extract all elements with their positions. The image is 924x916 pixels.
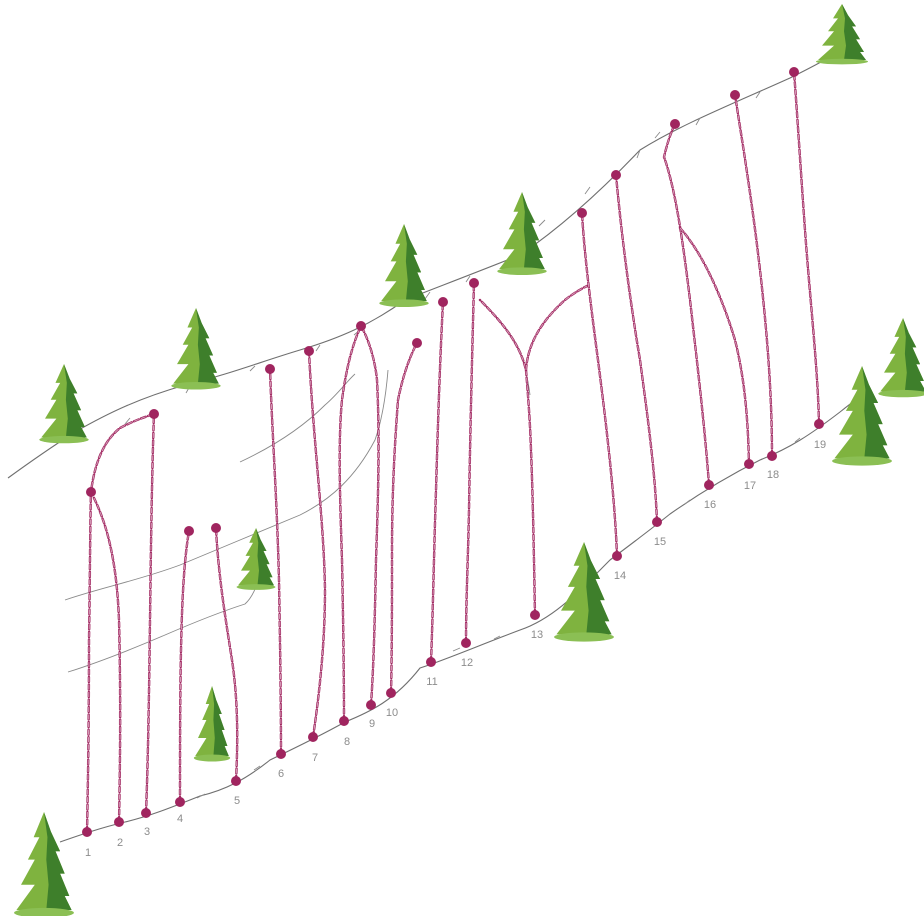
route-number-label: 18 — [767, 469, 779, 481]
tree-icon — [39, 364, 88, 443]
route-anchor-dot — [577, 208, 587, 218]
route-number-label: 5 — [234, 795, 240, 807]
route-anchor-dot — [366, 700, 376, 710]
route-anchor-dot — [611, 170, 621, 180]
route-anchor-dot — [744, 459, 754, 469]
middle-ledges — [65, 300, 530, 672]
route-anchor-dot — [612, 551, 622, 561]
route-anchor-dot — [412, 338, 422, 348]
tree-icon — [194, 686, 230, 762]
route-anchor-dot — [789, 67, 799, 77]
route-line-highlight — [391, 343, 417, 693]
route-anchor-dot — [461, 638, 471, 648]
route-line-highlight — [680, 228, 749, 464]
route-line-highlight — [361, 326, 379, 705]
route-line — [340, 326, 361, 721]
route-anchor-dot — [469, 278, 479, 288]
route-anchor-dot — [530, 610, 540, 620]
route-anchor-dot — [704, 480, 714, 490]
tree-icon — [878, 318, 924, 397]
tree-icon — [497, 192, 546, 275]
route-number-label: 3 — [144, 826, 150, 838]
route-anchor-dot — [149, 409, 159, 419]
tree-icon — [379, 224, 428, 307]
tree-icon — [171, 308, 220, 390]
route-anchor-dot — [211, 523, 221, 533]
route-number-label: 13 — [531, 629, 543, 641]
route-number-label: 6 — [278, 768, 284, 780]
route-line-highlight — [480, 300, 535, 615]
top-ridge — [8, 44, 850, 478]
route-line-highlight — [526, 286, 587, 370]
route-anchor-dot — [438, 297, 448, 307]
route-anchor-dot — [86, 487, 96, 497]
route-number-label: 2 — [117, 837, 123, 849]
route-anchor-dot — [730, 90, 740, 100]
route-line — [680, 228, 749, 464]
route-number-label: 17 — [744, 480, 756, 492]
route-anchor-dot — [265, 364, 275, 374]
route-anchor-dot — [304, 346, 314, 356]
route-line — [180, 531, 189, 802]
route-line — [270, 369, 281, 754]
route-line — [526, 286, 587, 370]
route-anchor-dot — [356, 321, 366, 331]
route-number-label: 4 — [177, 813, 183, 825]
route-line — [309, 351, 325, 737]
route-anchor-dot — [814, 419, 824, 429]
route-line-highlight — [735, 95, 772, 456]
route-line — [582, 213, 617, 556]
route-anchor-dot — [386, 688, 396, 698]
route-anchor-dot — [175, 797, 185, 807]
route-number-label: 10 — [386, 707, 398, 719]
route-number-label: 12 — [461, 657, 473, 669]
tree-icon — [237, 528, 276, 590]
route-line — [361, 326, 379, 705]
route-number-label: 14 — [614, 570, 626, 582]
route-anchor-dot — [82, 827, 92, 837]
route-anchor-dot — [670, 119, 680, 129]
route-anchor-dot — [141, 808, 151, 818]
route-line — [616, 175, 657, 522]
route-number-label: 7 — [312, 752, 318, 764]
route-number-label: 1 — [85, 847, 91, 859]
route-number-label: 11 — [426, 676, 437, 688]
route-number-label: 9 — [369, 718, 375, 730]
route-number-label: 16 — [704, 499, 716, 511]
route-line-highlight — [664, 124, 709, 485]
route-line — [480, 300, 535, 615]
route-anchor-dot — [231, 776, 241, 786]
route-anchor-dot — [276, 749, 286, 759]
tree-icon — [554, 542, 614, 642]
tree-icon — [816, 4, 868, 64]
tree-icon — [14, 812, 74, 916]
route-line — [391, 343, 417, 693]
tree-icon — [832, 366, 892, 466]
route-anchor-dot — [114, 817, 124, 827]
route-anchor-dot — [767, 451, 777, 461]
route-anchor-dot — [652, 517, 662, 527]
route-number-label: 19 — [814, 439, 826, 451]
route-anchor-dot — [426, 657, 436, 667]
route-anchor-dot — [184, 526, 194, 536]
route-line — [735, 95, 772, 456]
route-anchor-dot — [308, 732, 318, 742]
route-line-highlight — [309, 351, 325, 737]
route-anchor-dot — [339, 716, 349, 726]
route-number-label: 8 — [344, 736, 350, 748]
route-number-label: 15 — [654, 536, 666, 548]
